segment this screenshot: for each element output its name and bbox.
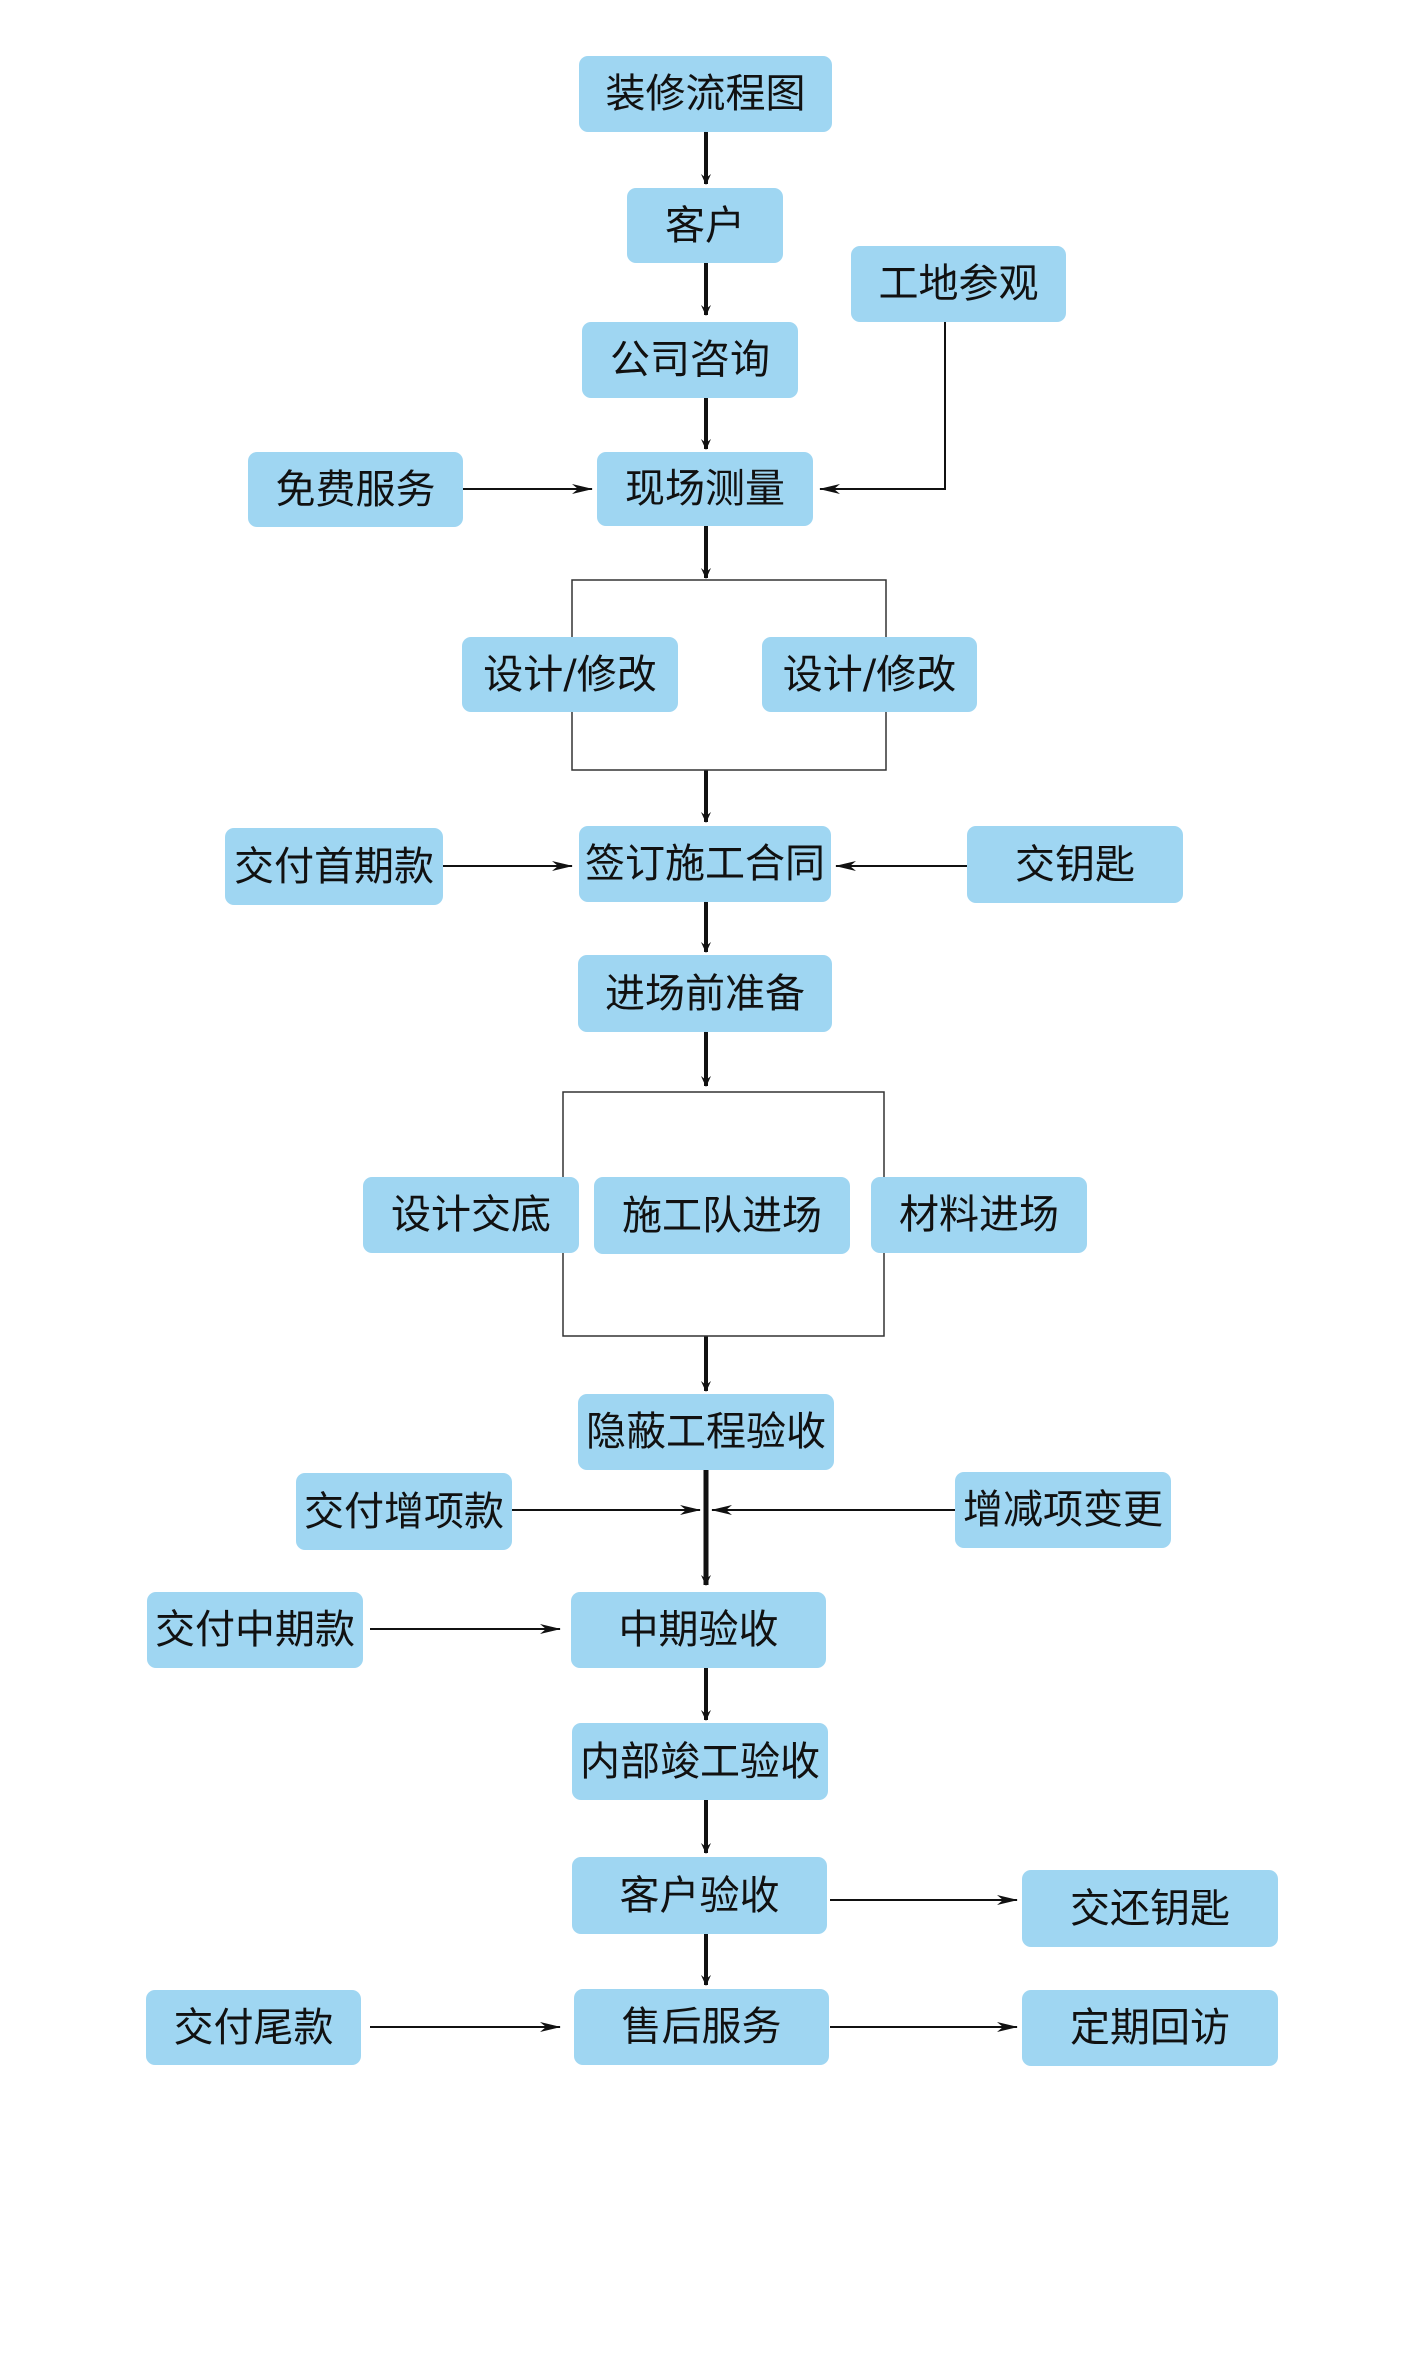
design-revision-node-right: 设计/修改 (762, 637, 977, 712)
after-sales-node: 售后服务 (574, 1989, 829, 2065)
regular-followup-node: 定期回访 (1022, 1990, 1278, 2066)
pay-additions-node: 交付增项款 (296, 1473, 512, 1550)
pay-final-node: 交付尾款 (146, 1990, 361, 2065)
change-items-node: 增减项变更 (955, 1472, 1171, 1548)
title-node: 装修流程图 (579, 56, 832, 132)
pay-first-installment-node: 交付首期款 (225, 828, 443, 905)
hand-keys-node: 交钥匙 (967, 826, 1183, 903)
midterm-acceptance-node: 中期验收 (571, 1592, 826, 1668)
site-measurement-node: 现场测量 (597, 452, 813, 526)
design-handover-node: 设计交底 (363, 1177, 579, 1253)
pay-midterm-node: 交付中期款 (147, 1592, 363, 1668)
pre-entry-prep-node: 进场前准备 (578, 955, 832, 1032)
consultation-node: 公司咨询 (582, 322, 798, 398)
connector-site-visit (819, 322, 946, 494)
hidden-works-acceptance-node: 隐蔽工程验收 (578, 1394, 834, 1470)
site-visit-node: 工地参观 (851, 246, 1066, 322)
free-service-node: 免费服务 (248, 452, 463, 527)
sign-contract-node: 签订施工合同 (579, 826, 831, 902)
return-keys-node: 交还钥匙 (1022, 1870, 1278, 1947)
material-entry-node: 材料进场 (871, 1177, 1087, 1253)
internal-completion-acceptance-node: 内部竣工验收 (572, 1723, 828, 1800)
design-revision-node-left: 设计/修改 (462, 637, 678, 712)
customer-acceptance-node: 客户验收 (572, 1857, 827, 1934)
customer-node: 客户 (627, 188, 783, 263)
crew-entry-node: 施工队进场 (594, 1177, 850, 1254)
